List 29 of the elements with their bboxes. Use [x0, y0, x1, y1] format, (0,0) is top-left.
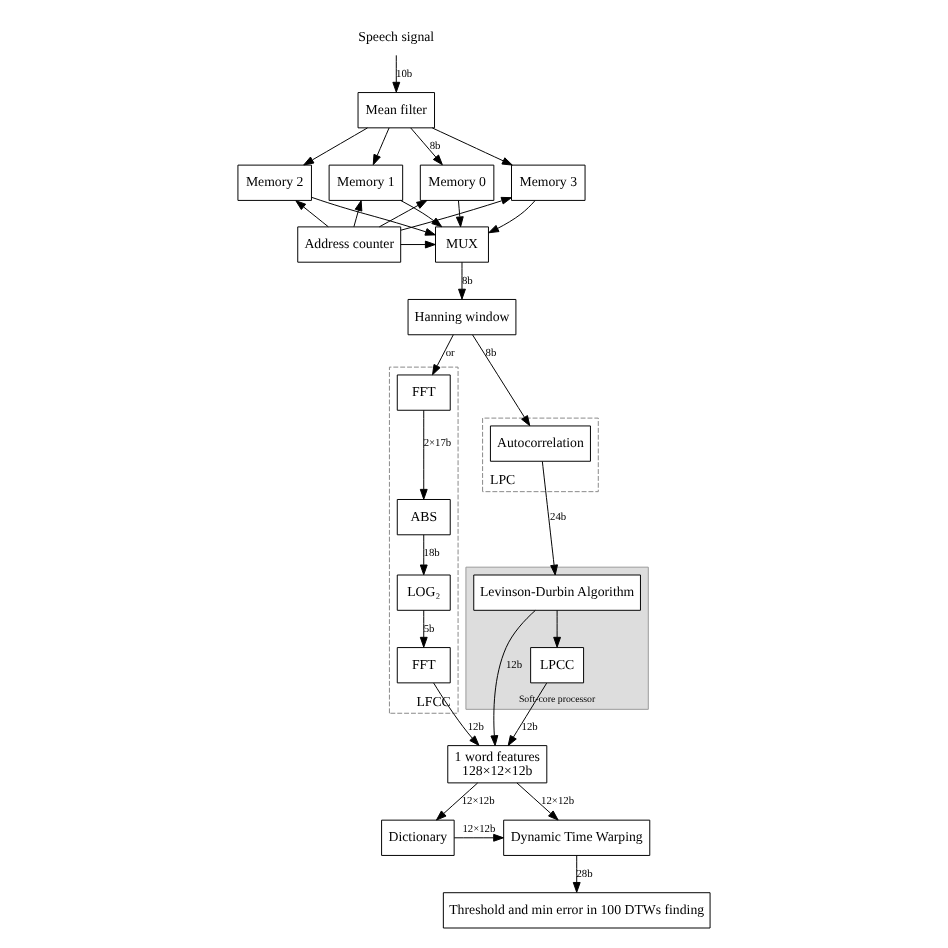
arrow — [433, 682, 480, 746]
arrow — [410, 127, 443, 166]
arrow — [419, 534, 428, 576]
arrow — [458, 261, 466, 300]
arrow — [353, 200, 363, 228]
arrow — [400, 200, 443, 228]
arrow — [435, 782, 479, 821]
arrow — [431, 127, 513, 166]
arrow — [400, 240, 436, 249]
arrow — [311, 196, 436, 236]
arrow — [553, 609, 562, 648]
arrow — [572, 855, 581, 893]
arrow — [372, 127, 390, 166]
arrow — [507, 682, 548, 747]
arrow — [488, 200, 536, 234]
arrow — [516, 782, 559, 821]
arrow — [419, 609, 428, 648]
arrow — [541, 460, 558, 576]
arrow — [455, 200, 464, 228]
arrow — [490, 609, 536, 747]
arrow — [472, 334, 531, 427]
arrow — [303, 127, 368, 166]
arrow — [453, 833, 504, 842]
arrow — [392, 54, 401, 93]
arrow — [295, 200, 329, 228]
arrow — [432, 334, 454, 376]
arrow — [378, 200, 428, 228]
arrow — [400, 196, 512, 231]
arrow — [419, 409, 428, 500]
